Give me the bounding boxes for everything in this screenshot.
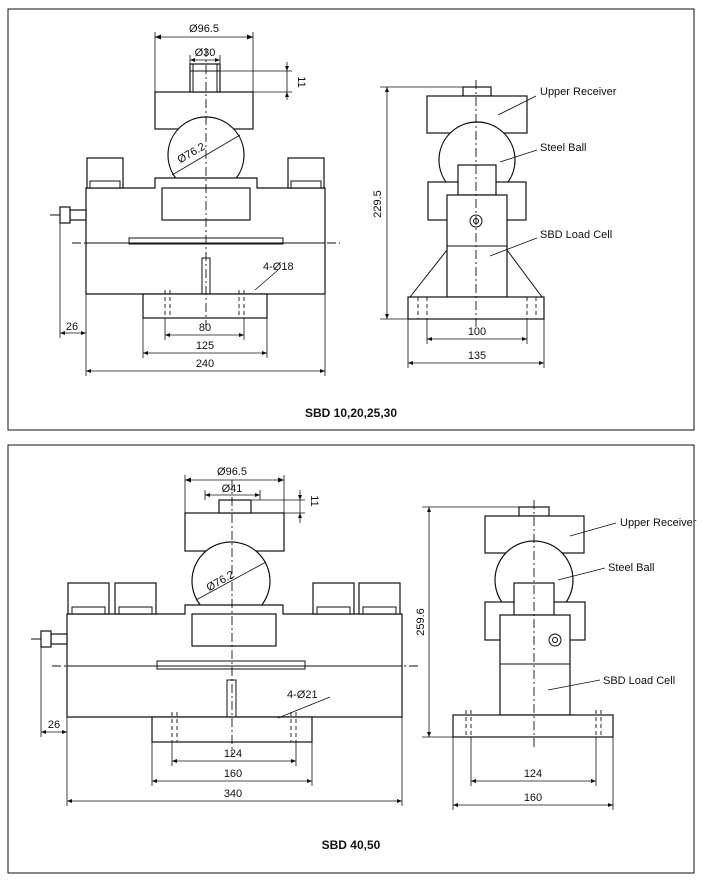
side-bolt: [469, 214, 483, 228]
dim-inner-label: 124: [224, 748, 242, 760]
top-dia-label: Ø96.5: [217, 466, 247, 478]
steel-ball-label: Steel Ball: [608, 562, 654, 574]
holes-label: 4-Ø21: [287, 689, 318, 701]
panel-sbd-10-30: Ø96.5 Ø30 11 Ø76.2 4-Ø18 26 80 125 240 2…: [0, 0, 703, 440]
caption-sbd-40-50: SBD 40,50: [322, 838, 381, 852]
side-dim-inner-label: 124: [524, 768, 542, 780]
bolt-height-label: 11: [295, 76, 307, 87]
side-view: 229.5 100 135 Upper Receiver Steel Ball …: [372, 80, 617, 368]
load-cell-label: SBD Load Cell: [603, 675, 675, 687]
side-view: 259.6 124 160 Upper Receiver Steel Ball …: [415, 500, 697, 810]
side-height-label: 229.5: [372, 190, 384, 218]
dim-total-label: 240: [196, 358, 214, 370]
right-stud: [287, 157, 325, 189]
stud-2: [114, 582, 157, 615]
side-base-plate: [452, 714, 614, 738]
panel-frame: [7, 444, 695, 874]
cable-connector: [50, 206, 87, 224]
caption-sbd-10-30: SBD 10,20,25,30: [305, 406, 397, 420]
drawing-sbd-40-50: Ø96.5 Ø41 11 Ø76.2 4-Ø21 26 124 160 340 …: [7, 444, 697, 874]
upper-receiver-label: Upper Receiver: [620, 517, 697, 529]
top-bolt: [218, 499, 252, 514]
side-dim-inner-label: 100: [468, 326, 486, 338]
holes-label: 4-Ø18: [263, 261, 294, 273]
side-top-cap: [462, 86, 492, 97]
side-ball-seat: [457, 164, 497, 196]
dim-inner-label: 80: [199, 322, 211, 334]
front-view: Ø96.5 Ø41 11 Ø76.2 4-Ø21 26 124 160 340: [31, 466, 418, 806]
load-cell-label: SBD Load Cell: [540, 229, 612, 241]
side-height-label: 259.6: [415, 608, 427, 636]
bolt-dia-label: Ø30: [195, 47, 216, 59]
offset-label: 26: [66, 321, 78, 333]
dim-total-label: 340: [224, 788, 242, 800]
steel-ball-label: Steel Ball: [540, 142, 586, 154]
panel-frame: [7, 8, 695, 431]
cable-connector: [31, 630, 68, 648]
top-bolt: [189, 63, 221, 93]
bolt-height-label: 11: [308, 495, 320, 506]
stud-1: [67, 582, 110, 615]
dim-mid-label: 125: [196, 340, 214, 352]
side-dim-total-label: 160: [524, 792, 542, 804]
stud-4: [358, 582, 401, 615]
side-bolt: [548, 633, 562, 647]
drawing-sbd-10-30: Ø96.5 Ø30 11 Ø76.2 4-Ø18 26 80 125 240 2…: [7, 8, 695, 431]
side-dim-total-label: 135: [468, 350, 486, 362]
left-stud: [86, 157, 124, 189]
base-plate: [142, 293, 268, 319]
offset-label: 26: [48, 719, 60, 731]
stud-3: [312, 582, 355, 615]
dim-mid-label: 160: [224, 768, 242, 780]
side-load-cell: [499, 614, 571, 716]
upper-receiver-label: Upper Receiver: [540, 86, 617, 98]
bolt-dia-label: Ø41: [222, 483, 243, 495]
panel-sbd-40-50: Ø96.5 Ø41 11 Ø76.2 4-Ø21 26 124 160 340 …: [0, 440, 703, 881]
front-view: Ø96.5 Ø30 11 Ø76.2 4-Ø18 26 80 125 240: [50, 23, 340, 376]
top-dia-label: Ø96.5: [189, 23, 219, 35]
